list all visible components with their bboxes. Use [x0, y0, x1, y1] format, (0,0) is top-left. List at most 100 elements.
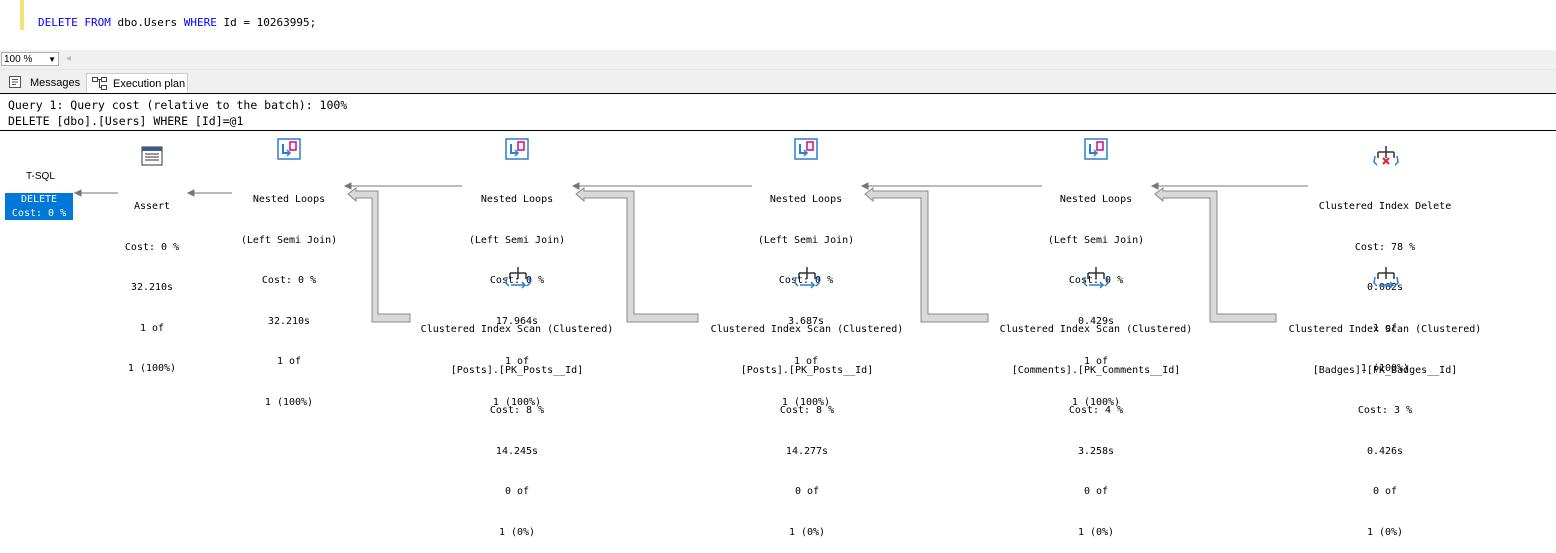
clustered-index-delete-node[interactable]: Clustered Index Delete Cost: 78 % 0.002s… — [1300, 173, 1470, 389]
op-name: Nested Loops — [480, 194, 554, 205]
op-time: 14.277s — [785, 445, 829, 457]
op-pct: 1 (100%) — [781, 396, 831, 408]
clustered-index-scan-node-2[interactable]: Clustered Index Scan (Clustered) [Posts]… — [692, 296, 922, 553]
op-pct: 1 (0%) — [1077, 526, 1115, 538]
op-rows: 1 of — [276, 356, 302, 367]
op-name: Nested Loops — [252, 194, 326, 205]
op-pct: 1 (0%) — [788, 526, 826, 538]
op-time: 14.245s — [495, 445, 539, 457]
op-cost: Cost: 0 % — [124, 241, 180, 253]
query-text-line: DELETE [dbo].[Users] WHERE [Id]=@1 — [8, 114, 244, 128]
zoom-value: 100 % — [4, 54, 33, 65]
op-name: Clustered Index Delete — [1318, 201, 1452, 212]
sql-keyword: WHERE — [183, 16, 217, 29]
op-rows: 0 of — [504, 486, 530, 497]
messages-icon — [9, 76, 21, 88]
query-editor[interactable]: DELETE FROM dbo.Users WHERE Id = 1026399… — [0, 0, 1556, 50]
clustered-index-scan-icon — [1373, 267, 1399, 289]
chevron-down-icon: ▼ — [48, 55, 56, 64]
clustered-index-delete-icon — [1373, 146, 1399, 166]
op-name: Nested Loops — [1059, 194, 1133, 205]
op-cost: Cost: 8 % — [779, 405, 835, 416]
op-name: Clustered Index Scan (Clustered) — [420, 324, 614, 335]
op-time: 32.210s — [130, 282, 174, 293]
results-tabs: Messages Execution plan — [0, 70, 1556, 94]
sql-condition: Id = 10263995; — [223, 16, 317, 29]
root-cost: Cost: 0 % — [11, 207, 67, 219]
op-rows: 1 of — [1372, 322, 1398, 334]
assert-node[interactable]: Assert Cost: 0 % 32.210s 1 of 1 (100%) — [112, 173, 192, 389]
op-rows: 1 of — [504, 356, 530, 367]
root-op: DELETE — [20, 194, 58, 205]
op-object: [Badges].[PK_Badges__Id] — [1312, 364, 1458, 376]
delete-root-node[interactable]: DELETE Cost: 0 % — [5, 193, 73, 220]
nested-loops-icon — [277, 138, 301, 160]
tab-execution-plan[interactable]: Execution plan — [86, 73, 188, 93]
zoom-bar: 100 % ▼ ◂ — [0, 50, 1556, 70]
op-cost: Cost: 78 % — [1354, 241, 1416, 253]
sql-keyword: FROM — [84, 16, 111, 29]
op-rows: 1 of — [1083, 356, 1109, 367]
header-separator — [0, 130, 1556, 131]
op-name: Clustered Index Scan (Clustered) — [1288, 324, 1482, 335]
clustered-index-scan-icon — [794, 267, 820, 289]
op-rows: 1 of — [139, 322, 165, 334]
op-cost: Cost: 3 % — [1357, 405, 1413, 416]
zoom-select[interactable]: 100 % ▼ — [1, 52, 59, 66]
sql-keyword: DELETE — [38, 16, 78, 29]
op-pct: 1 (0%) — [1366, 526, 1404, 538]
op-object: [Posts].[PK_Posts__Id] — [450, 364, 584, 376]
op-pct: 1 (100%) — [1071, 396, 1121, 408]
op-time: 3.258s — [1077, 445, 1115, 457]
execution-plan-icon — [92, 77, 107, 90]
assert-icon — [141, 146, 163, 166]
nested-loops-icon — [794, 138, 818, 160]
query-cost-line: Query 1: Query cost (relative to the bat… — [8, 98, 348, 112]
op-rows: 1 of — [793, 356, 819, 367]
op-subtype: (Left Semi Join) — [1047, 234, 1145, 246]
op-pct: 1 (100%) — [1360, 363, 1410, 374]
op-time: 0.426s — [1366, 445, 1404, 457]
op-object: [Posts].[PK_Posts__Id] — [740, 364, 874, 376]
tab-messages[interactable]: Messages — [4, 73, 84, 93]
op-time: 32.210s — [267, 315, 311, 327]
op-rows: 0 of — [794, 486, 820, 497]
clustered-index-scan-node-4[interactable]: Clustered Index Scan (Clustered) [Badges… — [1270, 296, 1500, 553]
sql-code-line[interactable]: DELETE FROM dbo.Users WHERE Id = 1026399… — [38, 16, 316, 29]
modified-line-marker — [20, 0, 24, 30]
tab-label: Messages — [30, 77, 81, 89]
tab-label: Execution plan — [113, 78, 186, 90]
op-name: Clustered Index Scan (Clustered) — [710, 324, 904, 335]
op-cost: Cost: 8 % — [489, 405, 545, 416]
op-rows: 0 of — [1083, 486, 1109, 497]
op-time: 0.429s — [1077, 315, 1115, 327]
nested-loops-icon — [1084, 138, 1108, 160]
op-pct: 1 (100%) — [264, 396, 314, 408]
clustered-index-scan-node-1[interactable]: Clustered Index Scan (Clustered) [Posts]… — [402, 296, 632, 553]
op-cost: Cost: 4 % — [1068, 405, 1124, 416]
op-subtype: (Left Semi Join) — [757, 234, 855, 246]
tsql-label: T-SQL — [26, 171, 55, 182]
clustered-index-scan-icon — [505, 267, 531, 289]
nested-loops-icon — [505, 138, 529, 160]
op-time: 3.687s — [787, 315, 825, 327]
sql-table-name: dbo.Users — [117, 16, 178, 29]
op-pct: 1 (0%) — [498, 526, 536, 538]
op-name: Clustered Index Scan (Clustered) — [999, 324, 1193, 335]
op-object: [Comments].[PK_Comments__Id] — [1011, 364, 1181, 376]
op-rows: 0 of — [1372, 486, 1398, 497]
nested-loops-node-3[interactable]: Nested Loops (Left Semi Join) Cost: 0 % … — [741, 166, 871, 423]
op-pct: 1 (100%) — [492, 396, 542, 408]
clustered-index-scan-icon — [1083, 267, 1109, 289]
op-time: 0.002s — [1366, 282, 1404, 293]
op-cost: Cost: 0 % — [261, 275, 317, 286]
scroll-left-icon[interactable]: ◂ — [66, 53, 72, 64]
op-pct: 1 (100%) — [127, 363, 177, 374]
plan-connectors — [73, 182, 1308, 323]
op-time: 17.964s — [495, 315, 539, 327]
op-subtype: (Left Semi Join) — [468, 234, 566, 246]
clustered-index-scan-node-3[interactable]: Clustered Index Scan (Clustered) [Commen… — [981, 296, 1211, 553]
op-subtype: (Left Semi Join) — [240, 234, 338, 246]
op-name: Assert — [133, 201, 171, 212]
nested-loops-node-1[interactable]: Nested Loops (Left Semi Join) Cost: 0 % … — [224, 166, 354, 423]
